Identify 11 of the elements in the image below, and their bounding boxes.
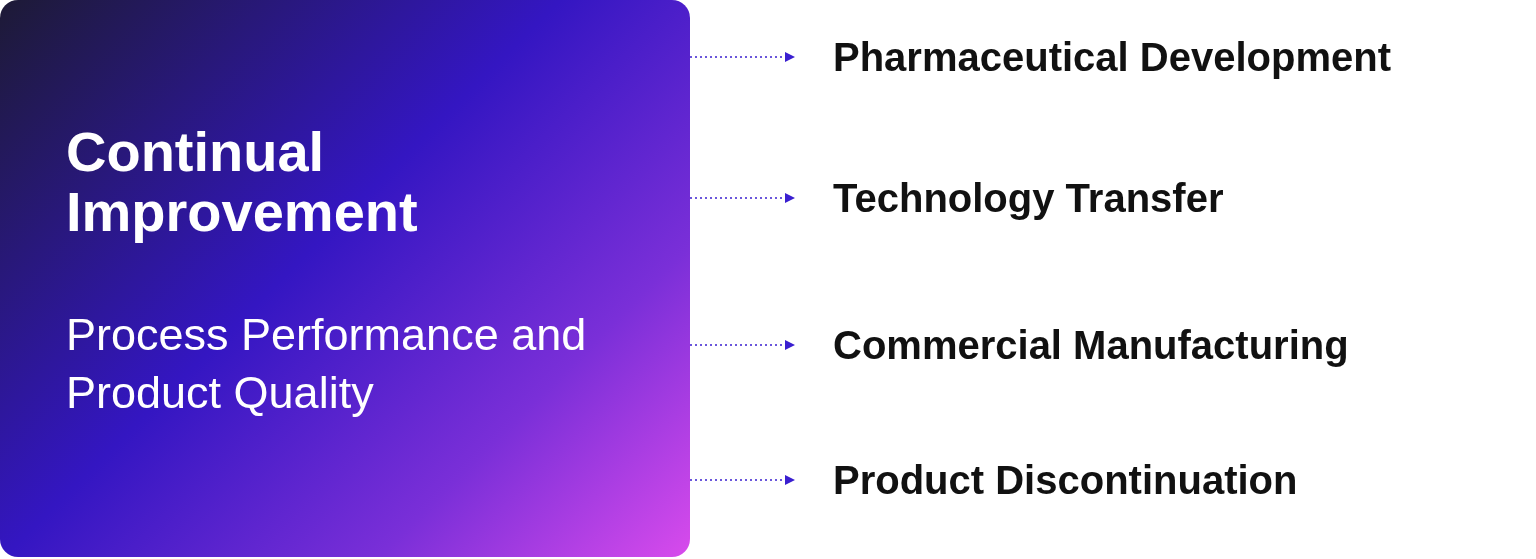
dotted-arrow [689,52,796,62]
panel-heading: Continual Improvement [66,122,419,242]
dotted-arrow [689,340,796,350]
dotted-arrow [689,475,796,485]
stage-label: Product Discontinuation [833,457,1298,504]
dotted-arrow [689,193,796,203]
stage-label: Technology Transfer [833,175,1224,222]
gradient-panel [0,0,690,557]
panel-subheading: Process Performance and Product Quality [66,308,588,420]
stage-label: Pharmaceutical Development [833,34,1391,81]
stage-label: Commercial Manufacturing [833,322,1349,369]
